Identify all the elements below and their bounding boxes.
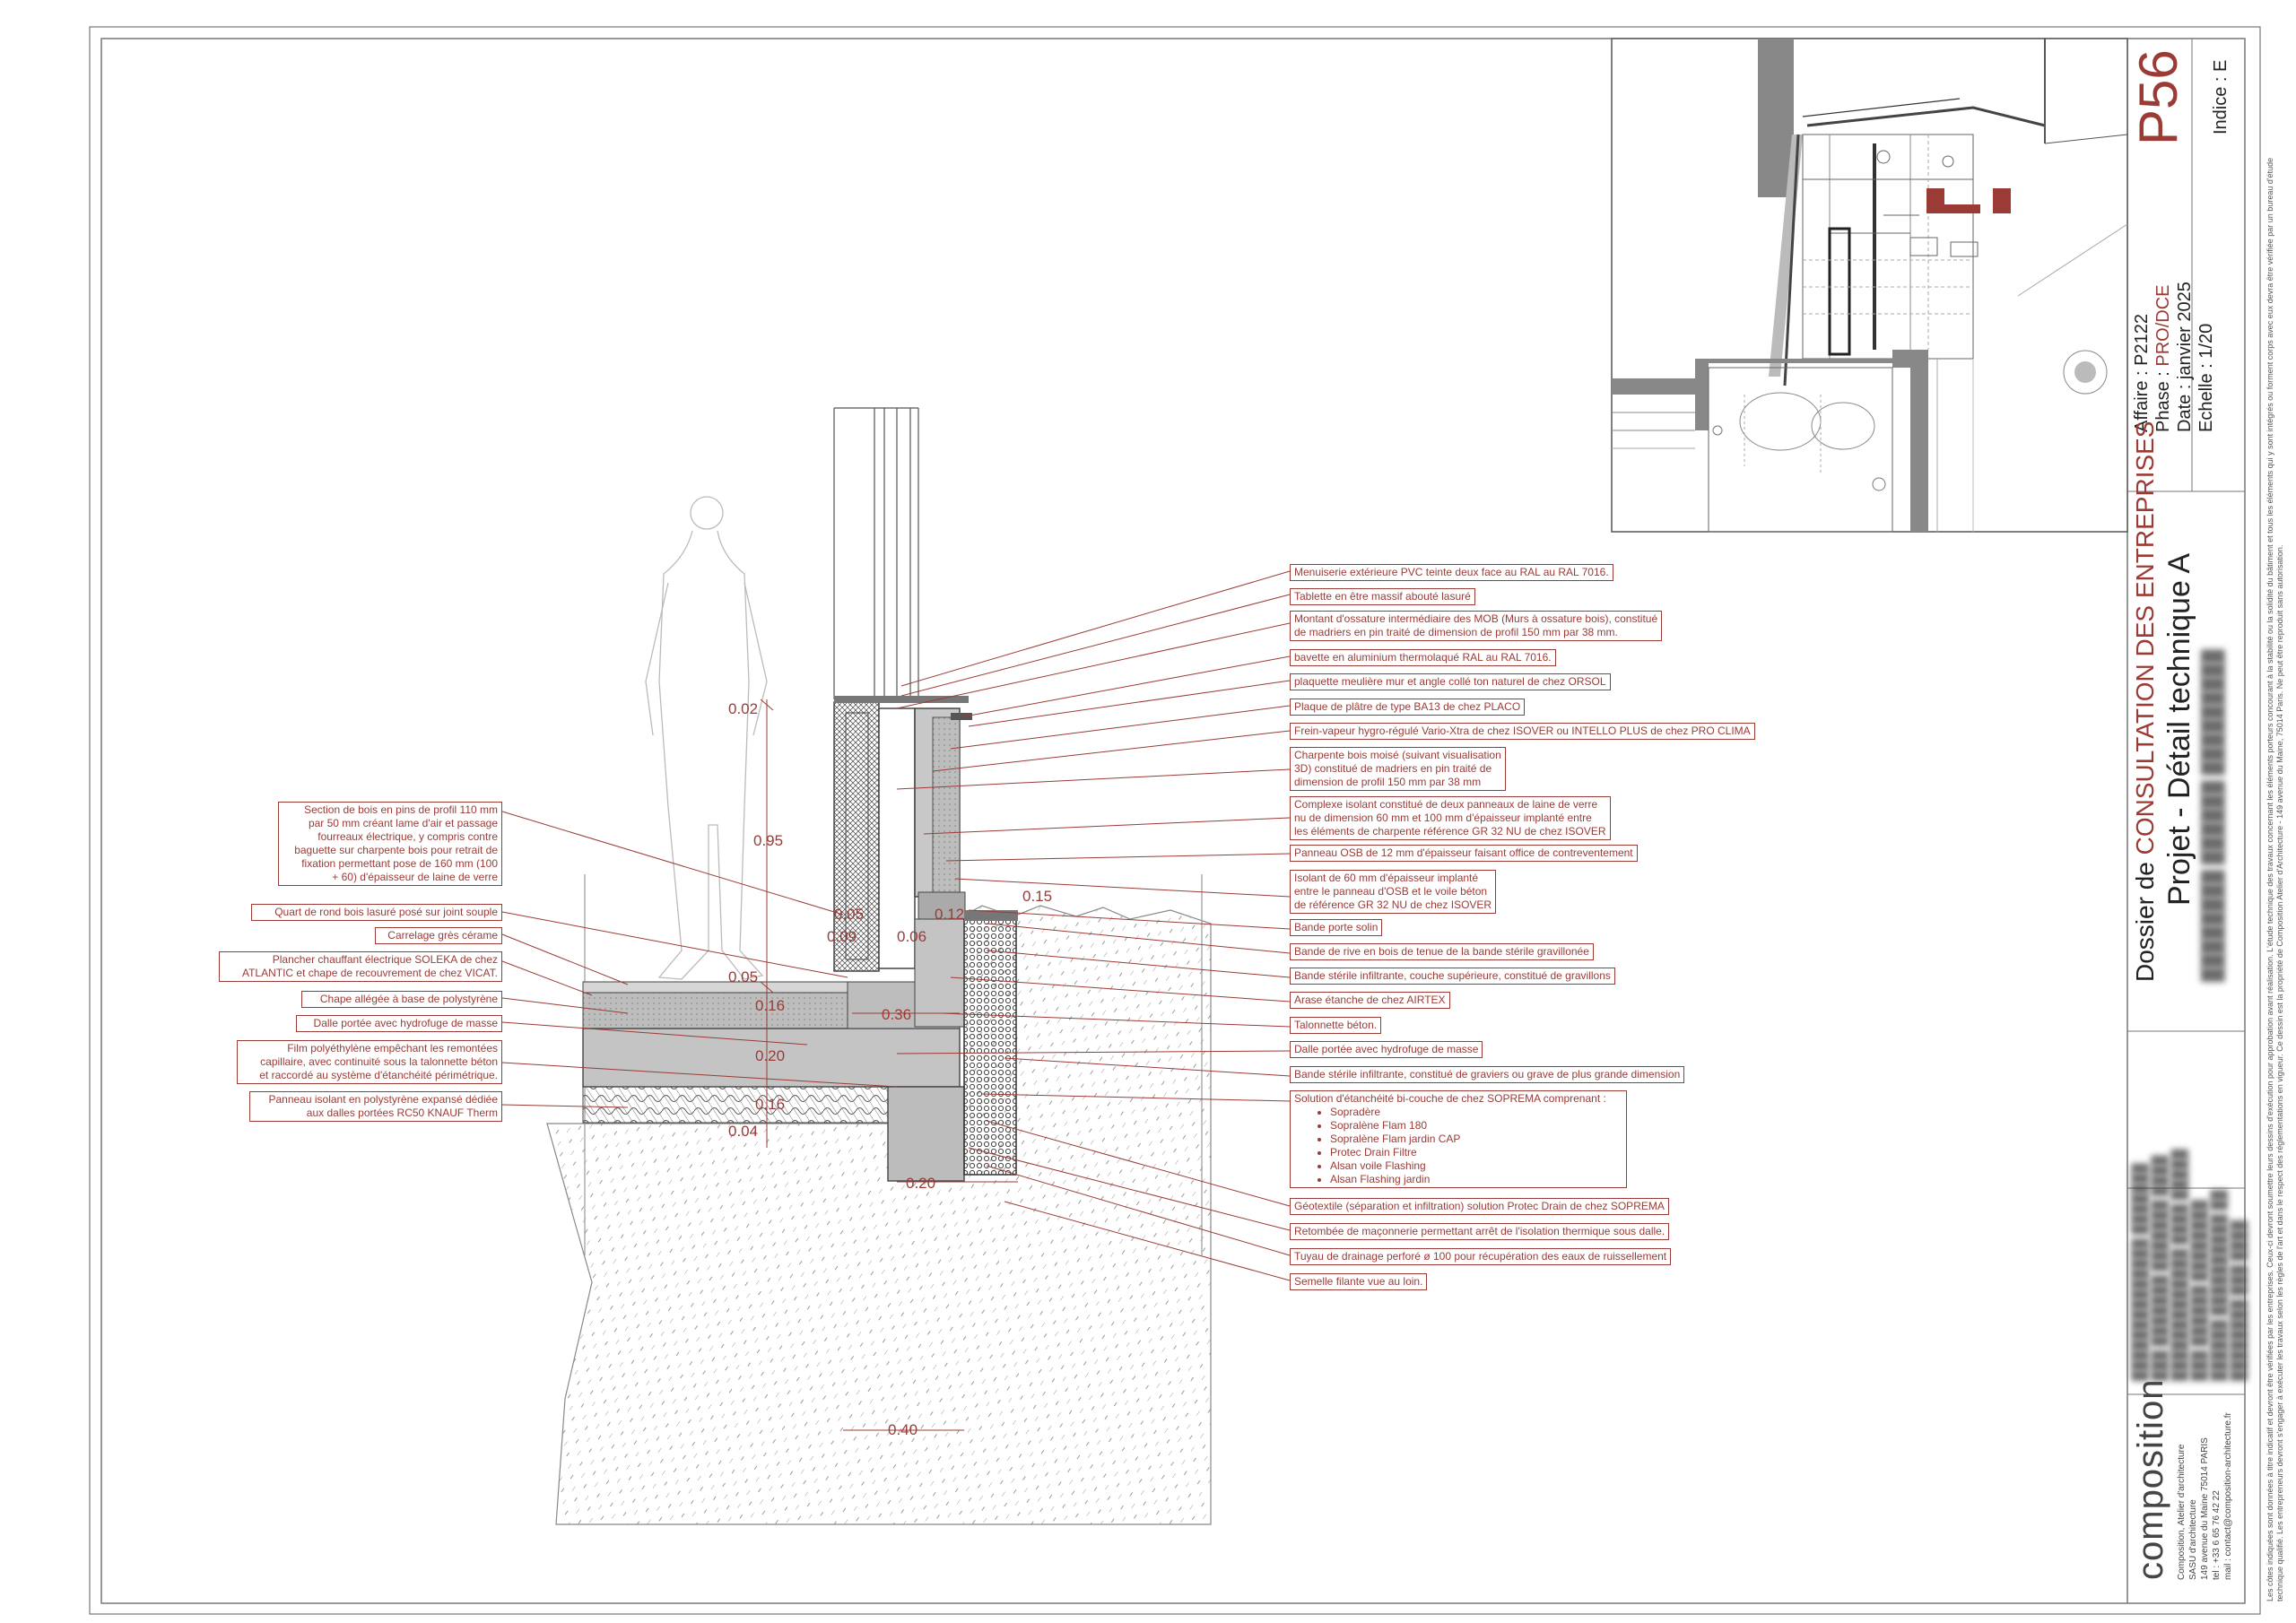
- echelle-row: Echelle : 1/20: [2196, 324, 2217, 432]
- indice-label: Indice : E: [2211, 59, 2231, 135]
- key-plan: [1611, 38, 2128, 533]
- label-chape-allegee: Chape allégée à base de polystyrène: [301, 991, 502, 1008]
- affaire-row: Affaire : P2122: [2131, 314, 2152, 432]
- label-arase-etanche: Arase étanche de chez AIRTEX: [1290, 992, 1450, 1009]
- list-item: Alsan Flashing jardin: [1330, 1173, 1622, 1186]
- dim-0-16-b: 0.16: [755, 1096, 786, 1113]
- dim-0-20-a: 0.20: [755, 1047, 786, 1064]
- label-tablette: Tablette en être massif abouté lasuré: [1290, 588, 1475, 605]
- label-bande-rive: Bande de rive en bois de tenue de la ban…: [1290, 943, 1594, 960]
- echelle-value: 1/20: [2196, 323, 2216, 359]
- label-complexe-isolant: Complexe isolant constitué de deux panne…: [1290, 796, 1611, 840]
- dim-0-05: 0.05: [728, 968, 759, 985]
- date-label: Date :: [2175, 384, 2195, 432]
- dim-0-20-b: 0.20: [906, 1175, 936, 1192]
- label-bande-porte-solin: Bande porte solin: [1290, 919, 1383, 936]
- sheet-frame: [89, 26, 2261, 1615]
- label-menuiserie: Menuiserie extérieure PVC teinte deux fa…: [1290, 564, 1613, 581]
- label-section-bois: Section de bois en pins de profil 110 mm…: [278, 802, 502, 886]
- leader-lines-right: [896, 570, 1291, 1281]
- label-plaque-platre: Plaque de plâtre de type BA13 de chez PL…: [1290, 699, 1526, 716]
- label-semelle-filante: Semelle filante vue au loin.: [1290, 1273, 1428, 1290]
- label-tuyau-drainage: Tuyau de drainage perforé ø 100 pour réc…: [1290, 1248, 1672, 1265]
- label-panneau-osb: Panneau OSB de 12 mm d'épaisseur faisant…: [1290, 845, 1638, 862]
- list-item: Sopradère: [1330, 1106, 1622, 1119]
- disclaimer: Les côtes indiquées sont données à titre…: [2266, 157, 2284, 1601]
- label-bande-sterile-sup: Bande stérile infiltrante, couche supéri…: [1290, 968, 1615, 985]
- window-frame-lines: [584, 407, 1203, 1255]
- blurred-client-block: ██████████████ ██████████ ███████ ██████…: [2133, 1149, 2247, 1381]
- dim-0-15: 0.15: [1022, 888, 1053, 905]
- label-frein-vapeur: Frein-vapeur hygro-régulé Vario-Xtra de …: [1290, 723, 1755, 740]
- soprema-list: Sopradère Sopralène Flam 180 Sopralène F…: [1294, 1106, 1622, 1186]
- firm-details: Composition, Atelier d'architecture SASU…: [2177, 1412, 2233, 1580]
- label-montant-ossature: Montant d'ossature intermédiaire des MOB…: [1290, 611, 1663, 641]
- phase-value: PRO/DCE: [2153, 284, 2173, 367]
- label-retombee-maconnerie: Retombée de maçonnerie permettant arrêt …: [1290, 1223, 1670, 1240]
- label-bande-sterile-graviers: Bande stérile infiltrante, constitué de …: [1290, 1066, 1685, 1083]
- dim-0-40: 0.40: [888, 1421, 918, 1438]
- human-silhouette: [645, 496, 768, 980]
- wall-section: [833, 696, 972, 972]
- list-item: Alsan voile Flashing: [1330, 1159, 1622, 1173]
- project-title: Projet - Détail technique A: [2162, 552, 2196, 906]
- floor-build-up: [582, 918, 965, 1182]
- label-plancher-chauffant: Plancher chauffant électrique SOLEKA de …: [219, 951, 502, 982]
- affaire-value: P2122: [2132, 314, 2152, 366]
- dim-0-36: 0.36: [882, 1006, 912, 1023]
- label-dalle-portee-right: Dalle portée avec hydrofuge de masse: [1290, 1041, 1483, 1058]
- label-panneau-isolant: Panneau isolant en polystyrène expansé d…: [249, 1091, 502, 1122]
- label-etancheite-soprema: Solution d'étanchéité bi-couche de chez …: [1290, 1090, 1627, 1188]
- echelle-label: Echelle :: [2196, 363, 2216, 432]
- dim-0-04: 0.04: [728, 1123, 759, 1140]
- dimension-lines: [760, 699, 1018, 1431]
- leader-lines-left: [501, 811, 898, 1108]
- dim-0-02: 0.02: [728, 700, 759, 717]
- gravel-drain: [963, 910, 1018, 1176]
- firm-logo: composition: [2131, 1378, 2170, 1580]
- label-geotextile: Géotextile (séparation et infiltration) …: [1290, 1198, 1669, 1215]
- date-row: Date : janvier 2025: [2174, 282, 2196, 432]
- dim-0-95: 0.95: [753, 832, 784, 849]
- label-quart-de-rond: Quart de rond bois lasuré posé sur joint…: [251, 904, 502, 921]
- dim-0-12: 0.12: [935, 906, 965, 923]
- label-charpente: Charpente bois moisé (suivant visualisat…: [1290, 747, 1506, 791]
- dossier-prefix: Dossier de: [2131, 862, 2159, 982]
- phase-row: Phase : PRO/DCE: [2152, 284, 2174, 432]
- label-carrelage: Carrelage grès cérame: [375, 927, 502, 944]
- date-value: janvier 2025: [2175, 282, 2195, 380]
- label-talonnette: Talonnette béton.: [1290, 1017, 1382, 1034]
- label-plaquette: plaquette meulière mur et angle collé to…: [1290, 673, 1611, 690]
- sheet-number: P56: [2128, 49, 2188, 145]
- dossier-line: Dossier de CONSULTATION DES ENTREPRISES: [2131, 421, 2160, 982]
- dossier-highlight: CONSULTATION DES ENTREPRISES: [2131, 421, 2159, 855]
- list-item: Sopralène Flam 180: [1330, 1119, 1622, 1133]
- list-item: Sopralène Flam jardin CAP: [1330, 1133, 1622, 1146]
- label-dalle-portee-left: Dalle portée avec hydrofuge de masse: [296, 1015, 502, 1032]
- list-item: Protec Drain Filtre: [1330, 1146, 1622, 1159]
- dim-0-06: 0.06: [897, 928, 927, 945]
- blurred-project-info: ████████ ██████ █████████: [2201, 649, 2223, 982]
- label-bavette: bavette en aluminium thermolaqué RAL au …: [1290, 649, 1556, 666]
- label-film-polyethylene: Film polyéthylène empêchant les remontée…: [237, 1040, 502, 1084]
- dim-0-09: 0.09: [827, 928, 857, 945]
- dim-0-05-b: 0.05: [834, 906, 865, 923]
- dim-0-16-a: 0.16: [755, 997, 786, 1014]
